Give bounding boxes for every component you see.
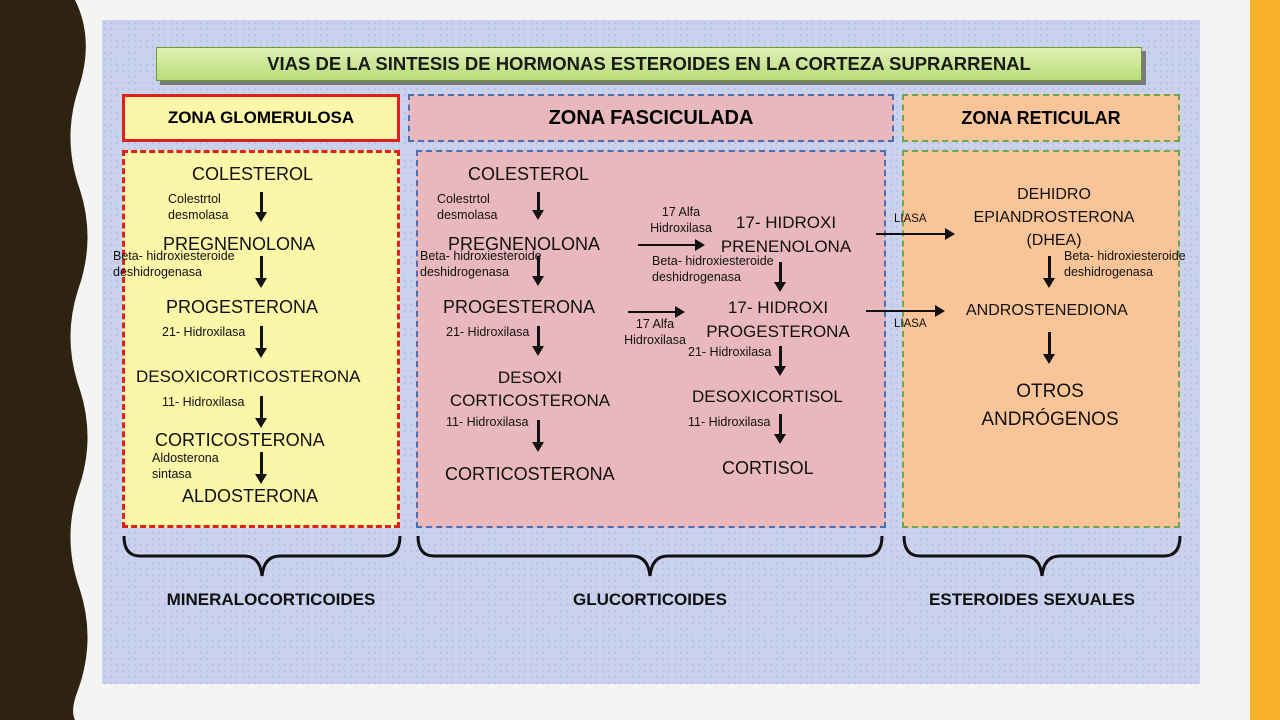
- glom-arrow-2: [255, 256, 267, 288]
- fasc-step-colesterol: COLESTEROL: [468, 164, 590, 184]
- fasc-enzyme-beta-right: Beta- hidroxiesteroide deshidrogenasa: [652, 253, 777, 285]
- glom-enzyme-21: 21- Hidroxilasa: [162, 324, 247, 340]
- ret-enzyme-liasa-top: LIASA: [894, 213, 927, 225]
- fasc-step-corticosterona: CORTICOSTERONA: [445, 464, 615, 484]
- left-decorative-band: [0, 0, 88, 720]
- glom-step-aldosterona: ALDOSTERONA: [182, 486, 319, 506]
- fasc-enzyme-17alfa-bottom: 17 Alfa Hidroxilasa: [610, 316, 700, 348]
- ret-enzyme-liasa-bottom: LIASA: [894, 318, 927, 330]
- glom-arrow-3: [255, 326, 267, 358]
- fasc-enzyme-11-right: 11- Hidroxilasa: [688, 414, 773, 430]
- glom-enzyme-beta-text: Beta- hidroxiesteroide deshidrogenasa: [113, 249, 235, 279]
- header-reticular: ZONA RETICULAR: [902, 94, 1180, 142]
- right-accent-bar: [1250, 0, 1280, 720]
- ret-arrow-liasa-top: [876, 228, 955, 240]
- header-glomerulosa: ZONA GLOMERULOSA: [122, 94, 400, 142]
- glom-step-desoxicorticosterona: DESOXICORTICOSTERONA: [136, 367, 361, 386]
- glom-step-colesterol: COLESTEROL: [192, 164, 314, 184]
- glom-enzyme-21-text: 21- Hidroxilasa: [162, 325, 246, 339]
- body-reticular: [902, 150, 1180, 528]
- ret-enzyme-beta-text: Beta- hidroxiesteroide deshidrogenasa: [1064, 249, 1186, 279]
- fasc-enzyme-21-right-text: 21- Hidroxilasa: [688, 345, 772, 359]
- label-mineralocorticoides: MINERALOCORTICOIDES: [166, 590, 376, 609]
- bracket-esteroides-sexuales: [902, 535, 1182, 577]
- fasc-enzyme-11: 11- Hidroxilasa: [446, 414, 531, 430]
- fasc-step-pregnenolona: PREGNENOLONA: [448, 234, 601, 254]
- label-esteroides-sexuales: ESTEROIDES SEXUALES: [929, 590, 1135, 609]
- glom-enzyme-desmolasa-text: Colestrtol desmolasa: [168, 192, 229, 222]
- bracket-mineralocorticoides: [122, 535, 402, 577]
- left-band-shape: [0, 0, 88, 720]
- fasc-step-desoxicorticosterona: DESOXI CORTICOSTERONA: [440, 366, 620, 412]
- fasc-enzyme-17alfa-top-text: 17 Alfa Hidroxilasa: [650, 205, 712, 235]
- diagram-title: VIAS DE LA SINTESIS DE HORMONAS ESTEROID…: [267, 53, 1031, 74]
- ret-step-otros-androgenos-text: OTROS ANDRÓGENOS: [981, 381, 1119, 430]
- ret-step-dhea: DEHIDRO EPIANDROSTERONA (DHEA): [952, 183, 1156, 252]
- glom-step-pregnenolona: PREGNENOLONA: [163, 234, 316, 254]
- fasc-arrow-17alfa-top: [638, 239, 705, 251]
- fasc-enzyme-17alfa-top: 17 Alfa Hidroxilasa: [636, 204, 726, 236]
- fasc-arrow-2: [532, 256, 544, 286]
- fasc-enzyme-21: 21- Hidroxilasa: [446, 324, 531, 340]
- fasc-step-17hidroxi-progesterona: 17- HIDROXI PROGESTERONA: [697, 296, 859, 344]
- fasc-enzyme-21-text: 21- Hidroxilasa: [446, 325, 530, 339]
- glom-arrow-5: [255, 452, 267, 484]
- fasc-arrow-right-2: [774, 346, 786, 376]
- fasc-step-desoxicortisol: DESOXICORTISOL: [692, 387, 843, 406]
- glom-arrow-1: [255, 192, 267, 222]
- ret-arrow-2: [1043, 332, 1055, 364]
- fasc-step-desoxicorticosterona-text: DESOXI CORTICOSTERONA: [449, 368, 611, 410]
- fasc-arrow-17alfa-bottom: [628, 306, 685, 318]
- fasc-step-cortisol: CORTISOL: [722, 458, 814, 478]
- fasc-step-17hidroxi-progesterona-text: 17- HIDROXI PROGESTERONA: [706, 298, 850, 341]
- glom-enzyme-aldosterona-sintasa: Aldosterona sintasa: [152, 450, 252, 482]
- fasc-arrow-1: [532, 192, 544, 220]
- ret-step-dhea-text: DEHIDRO EPIANDROSTERONA (DHEA): [973, 186, 1135, 249]
- ret-enzyme-beta: Beta- hidroxiesteroide deshidrogenasa: [1064, 248, 1189, 280]
- ret-arrow-1: [1043, 256, 1055, 288]
- fasc-enzyme-desmolasa-text: Colestrtol desmolasa: [437, 192, 498, 222]
- glom-enzyme-desmolasa: Colestrtol desmolasa: [168, 191, 258, 223]
- fasc-step-17hidroxi-pregnenolona-text: 17- HIDROXI PRENENOLONA: [720, 213, 852, 256]
- fasc-enzyme-17alfa-bottom-text: 17 Alfa Hidroxilasa: [624, 317, 686, 347]
- fasc-arrow-right-3: [774, 414, 786, 444]
- ret-arrow-liasa-bottom: [866, 305, 945, 317]
- header-fasciculada-text: ZONA FASCICULADA: [548, 107, 754, 129]
- label-glucorticoides: GLUCORTICOIDES: [573, 590, 727, 609]
- fasc-step-progesterona: PROGESTERONA: [443, 297, 596, 317]
- ret-step-androstenediona: ANDROSTENEDIONA: [966, 302, 1128, 319]
- fasc-step-17hidroxi-pregnenolona: 17- HIDROXI PRENENOLONA: [706, 211, 866, 259]
- header-reticular-text: ZONA RETICULAR: [961, 108, 1121, 128]
- fasc-arrow-4: [532, 420, 544, 452]
- ret-step-otros-androgenos: OTROS ANDRÓGENOS: [960, 378, 1140, 434]
- fasc-enzyme-desmolasa: Colestrtol desmolasa: [437, 191, 527, 223]
- fasc-enzyme-beta: Beta- hidroxiesteroide deshidrogenasa: [420, 248, 555, 280]
- glom-enzyme-beta: Beta- hidroxiesteroide deshidrogenasa: [113, 248, 253, 280]
- fasc-enzyme-21-right: 21- Hidroxilasa: [688, 344, 773, 360]
- glom-step-corticosterona: CORTICOSTERONA: [155, 430, 325, 450]
- fasc-arrow-3: [532, 326, 544, 356]
- bracket-glucorticoides: [416, 535, 884, 577]
- fasc-arrow-right-1: [774, 262, 786, 292]
- header-fasciculada: ZONA FASCICULADA: [408, 94, 894, 142]
- fasc-enzyme-11-right-text: 11- Hidroxilasa: [688, 415, 771, 429]
- glom-enzyme-11: 11- Hidroxilasa: [162, 394, 247, 410]
- fasc-enzyme-11-text: 11- Hidroxilasa: [446, 415, 529, 429]
- fasc-enzyme-beta-text: Beta- hidroxiesteroide deshidrogenasa: [420, 249, 542, 279]
- body-fasciculada: [416, 150, 886, 528]
- header-glomerulosa-text: ZONA GLOMERULOSA: [167, 108, 355, 127]
- glom-step-progesterona: PROGESTERONA: [166, 297, 319, 317]
- fasc-enzyme-beta-right-text: Beta- hidroxiesteroide deshidrogenasa: [652, 254, 774, 284]
- glom-enzyme-aldosterona-sintasa-text: Aldosterona sintasa: [152, 451, 219, 481]
- glom-enzyme-11-text: 11- Hidroxilasa: [162, 395, 245, 409]
- title-banner: VIAS DE LA SINTESIS DE HORMONAS ESTEROID…: [156, 47, 1142, 81]
- glom-arrow-4: [255, 396, 267, 428]
